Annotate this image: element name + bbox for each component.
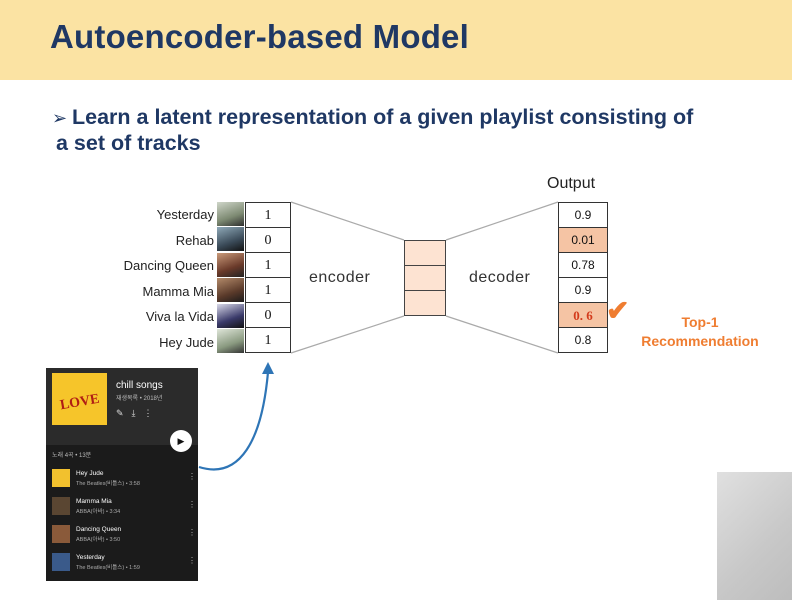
more-icon[interactable]: ⋮	[188, 556, 196, 565]
slide-title: Autoencoder-based Model	[50, 18, 469, 55]
input-arrow	[198, 371, 270, 471]
decoder-label: decoder	[469, 269, 531, 286]
track-label-yesterday: Yesterday	[156, 207, 214, 222]
recommendation-line-2: Recommendation	[641, 333, 759, 349]
encoder-label: encoder	[309, 269, 371, 286]
encoder-bottom-line	[290, 315, 405, 354]
output-cell: 0.8	[558, 327, 608, 353]
more-icon[interactable]: ⋮	[143, 408, 161, 418]
album-thumb-dancing-queen	[217, 253, 244, 277]
more-icon[interactable]: ⋮	[188, 500, 196, 509]
edit-icon[interactable]: ✎	[116, 408, 132, 418]
bullet-text: Learn a latent representation of a given…	[56, 104, 762, 156]
track-art	[52, 469, 70, 487]
header-bar	[0, 0, 792, 80]
checkmark-icon: ✔	[606, 295, 630, 326]
play-icon[interactable]: ▶	[170, 430, 192, 452]
track-art	[52, 553, 70, 571]
more-icon[interactable]: ⋮	[188, 472, 196, 481]
playlist-count: 노래 4곡 • 13분	[52, 453, 92, 459]
track-label-dancing-queen: Dancing Queen	[123, 258, 214, 273]
track-meta: The Beatles(비틀스) • 1:59	[76, 565, 140, 571]
playlist-track[interactable]: Yesterday The Beatles(비틀스) • 1:59 ⋮	[46, 550, 198, 576]
output-title: Output	[547, 175, 596, 192]
track-meta: The Beatles(비틀스) • 3:58	[76, 481, 140, 487]
output-cell-highlighted: 0.01	[558, 227, 608, 253]
output-cell: 0.78	[558, 252, 608, 278]
track-label-rehab: Rehab	[175, 233, 214, 248]
bullet-arrow-icon: ➢	[52, 108, 68, 128]
playlist-subtitle: 재생목록 • 2018년	[116, 396, 163, 402]
track-label-mamma-mia: Mamma Mia	[142, 284, 214, 299]
playlist-track[interactable]: Dancing Queen ABBA(아바) • 3:50 ⋮	[46, 522, 198, 548]
track-label-hey-jude: Hey Jude	[159, 335, 214, 350]
latent-cell	[404, 290, 446, 316]
track-name: Yesterday	[76, 554, 105, 561]
playlist-track[interactable]: Mamma Mia ABBA(아바) • 3:34 ⋮	[46, 494, 198, 520]
output-cell-recommended: 0. 6	[558, 302, 608, 328]
input-cell: 1	[245, 252, 291, 278]
bullet-line-2: a set of tracks	[56, 131, 201, 155]
album-thumb-yesterday	[217, 202, 244, 226]
track-art	[52, 525, 70, 543]
playlist-cover: LOVE	[52, 373, 107, 425]
playlist-actions: ✎⤓⋮	[116, 408, 161, 419]
album-thumb-mamma-mia	[217, 278, 244, 302]
input-cell: 1	[245, 202, 291, 228]
input-cell: 1	[245, 277, 291, 303]
track-name: Dancing Queen	[76, 526, 122, 533]
download-icon[interactable]: ⤓	[131, 408, 144, 418]
output-cell: 0.9	[558, 277, 608, 303]
album-thumb-viva-la-vida	[217, 304, 244, 328]
input-arrow-head-icon	[262, 362, 274, 374]
latent-cell	[404, 265, 446, 291]
input-cell: 1	[245, 327, 291, 353]
track-name: Mamma Mia	[76, 498, 112, 505]
track-meta: ABBA(아바) • 3:50	[76, 537, 121, 543]
track-name: Hey Jude	[76, 470, 104, 477]
recommendation-label: Top-1 Recommendation	[626, 313, 774, 351]
output-cell: 0.9	[558, 202, 608, 228]
webcam-overlay	[717, 472, 792, 600]
track-label-viva-la-vida: Viva la Vida	[145, 309, 214, 324]
latent-cell	[404, 240, 446, 266]
encoder-top-line	[290, 201, 405, 241]
playlist-track[interactable]: Hey Jude The Beatles(비틀스) • 3:58 ⋮	[46, 466, 198, 492]
input-cell: 0	[245, 227, 291, 253]
album-thumb-rehab	[217, 227, 244, 251]
track-meta: ABBA(아바) • 3:34	[76, 509, 121, 515]
cover-text: LOVE	[58, 391, 101, 414]
bullet-line-1: Learn a latent representation of a given…	[72, 105, 694, 129]
decoder-top-line	[445, 201, 559, 241]
recommendation-line-1: Top-1	[681, 314, 719, 330]
input-cell: 0	[245, 302, 291, 328]
more-icon[interactable]: ⋮	[188, 528, 196, 537]
album-thumb-hey-jude	[217, 329, 244, 353]
playlist-screenshot: LOVE chill songs 재생목록 • 2018년 ✎⤓⋮ ▶ 노래 4…	[46, 368, 198, 581]
track-art	[52, 497, 70, 515]
playlist-title: chill songs	[116, 380, 163, 391]
decoder-bottom-line	[445, 315, 559, 354]
